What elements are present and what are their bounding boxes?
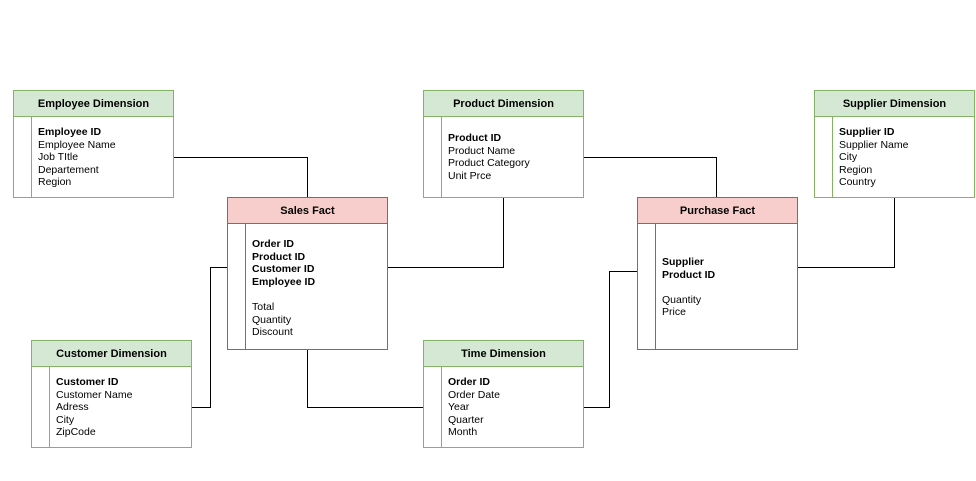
- entity-title: Purchase Fact: [638, 198, 797, 224]
- attribute-field: Country: [839, 176, 876, 189]
- attribute-field: Customer Name: [56, 388, 133, 401]
- key-gutter: [424, 367, 442, 447]
- attribute-field: Discount: [252, 326, 293, 339]
- attribute-field: Total: [252, 300, 275, 313]
- connector-employee-to-sales: [173, 157, 308, 198]
- attribute-field: Year: [448, 401, 470, 414]
- key-gutter: [228, 224, 246, 349]
- key-field: Employee ID: [38, 126, 102, 138]
- key-field: Customer ID: [252, 263, 315, 276]
- attribute-field: Quarter: [448, 413, 484, 426]
- attribute-field: Product Name: [448, 144, 516, 157]
- key-field: Product ID: [448, 132, 502, 144]
- attribute-field: Employee Name: [38, 138, 116, 151]
- attribute-field: City: [839, 151, 858, 164]
- entity-title: Time Dimension: [424, 341, 583, 367]
- attribute-field: Adress: [56, 401, 89, 414]
- key-field: Product ID: [252, 250, 306, 263]
- key-gutter: [14, 117, 32, 197]
- key-gutter: [815, 117, 833, 197]
- attribute-field: Quantity: [662, 293, 702, 306]
- attribute-field: Price: [662, 306, 686, 319]
- key-field: Product ID: [662, 268, 716, 281]
- entity-title: Product Dimension: [424, 91, 583, 117]
- attribute-field: Unit Prce: [448, 169, 492, 182]
- attribute-field: [252, 288, 383, 301]
- connector-product-to-sales: [387, 197, 504, 268]
- key-gutter: [32, 367, 50, 447]
- connector-time-to-sales: [307, 349, 423, 408]
- key-field: Supplier ID: [839, 126, 895, 138]
- attribute-field: Quantity: [252, 313, 292, 326]
- entity-title: Employee Dimension: [14, 91, 173, 117]
- attribute-field: Supplier Name: [839, 138, 909, 151]
- attribute-field: [662, 281, 793, 294]
- attribute-field: Region: [38, 176, 72, 189]
- attribute-field: Product Category: [448, 157, 530, 170]
- entity-title: Sales Fact: [228, 198, 387, 224]
- attribute-field: Order Date: [448, 388, 500, 401]
- connector-supplier-to-purchase: [797, 197, 895, 268]
- attribute-field: Region: [839, 163, 873, 176]
- connector-time-to-purchase: [583, 271, 637, 408]
- key-field: Employee ID: [252, 275, 316, 288]
- attribute-field: Departement: [38, 163, 99, 176]
- key-field: Supplier: [662, 256, 705, 268]
- attribute-field: ZipCode: [56, 426, 96, 439]
- key-field: Order ID: [448, 376, 491, 388]
- connector-customer-to-sales: [191, 267, 227, 408]
- connector-product-to-purchase: [583, 157, 717, 198]
- entity-title: Supplier Dimension: [815, 91, 974, 117]
- key-gutter: [638, 224, 656, 349]
- attribute-field: City: [56, 413, 75, 426]
- key-field: Order ID: [252, 238, 295, 250]
- attribute-field: Month: [448, 426, 478, 439]
- key-field: Customer ID: [56, 376, 119, 388]
- attribute-field: Job TItle: [38, 151, 79, 164]
- entity-title: Customer Dimension: [32, 341, 191, 367]
- key-gutter: [424, 117, 442, 197]
